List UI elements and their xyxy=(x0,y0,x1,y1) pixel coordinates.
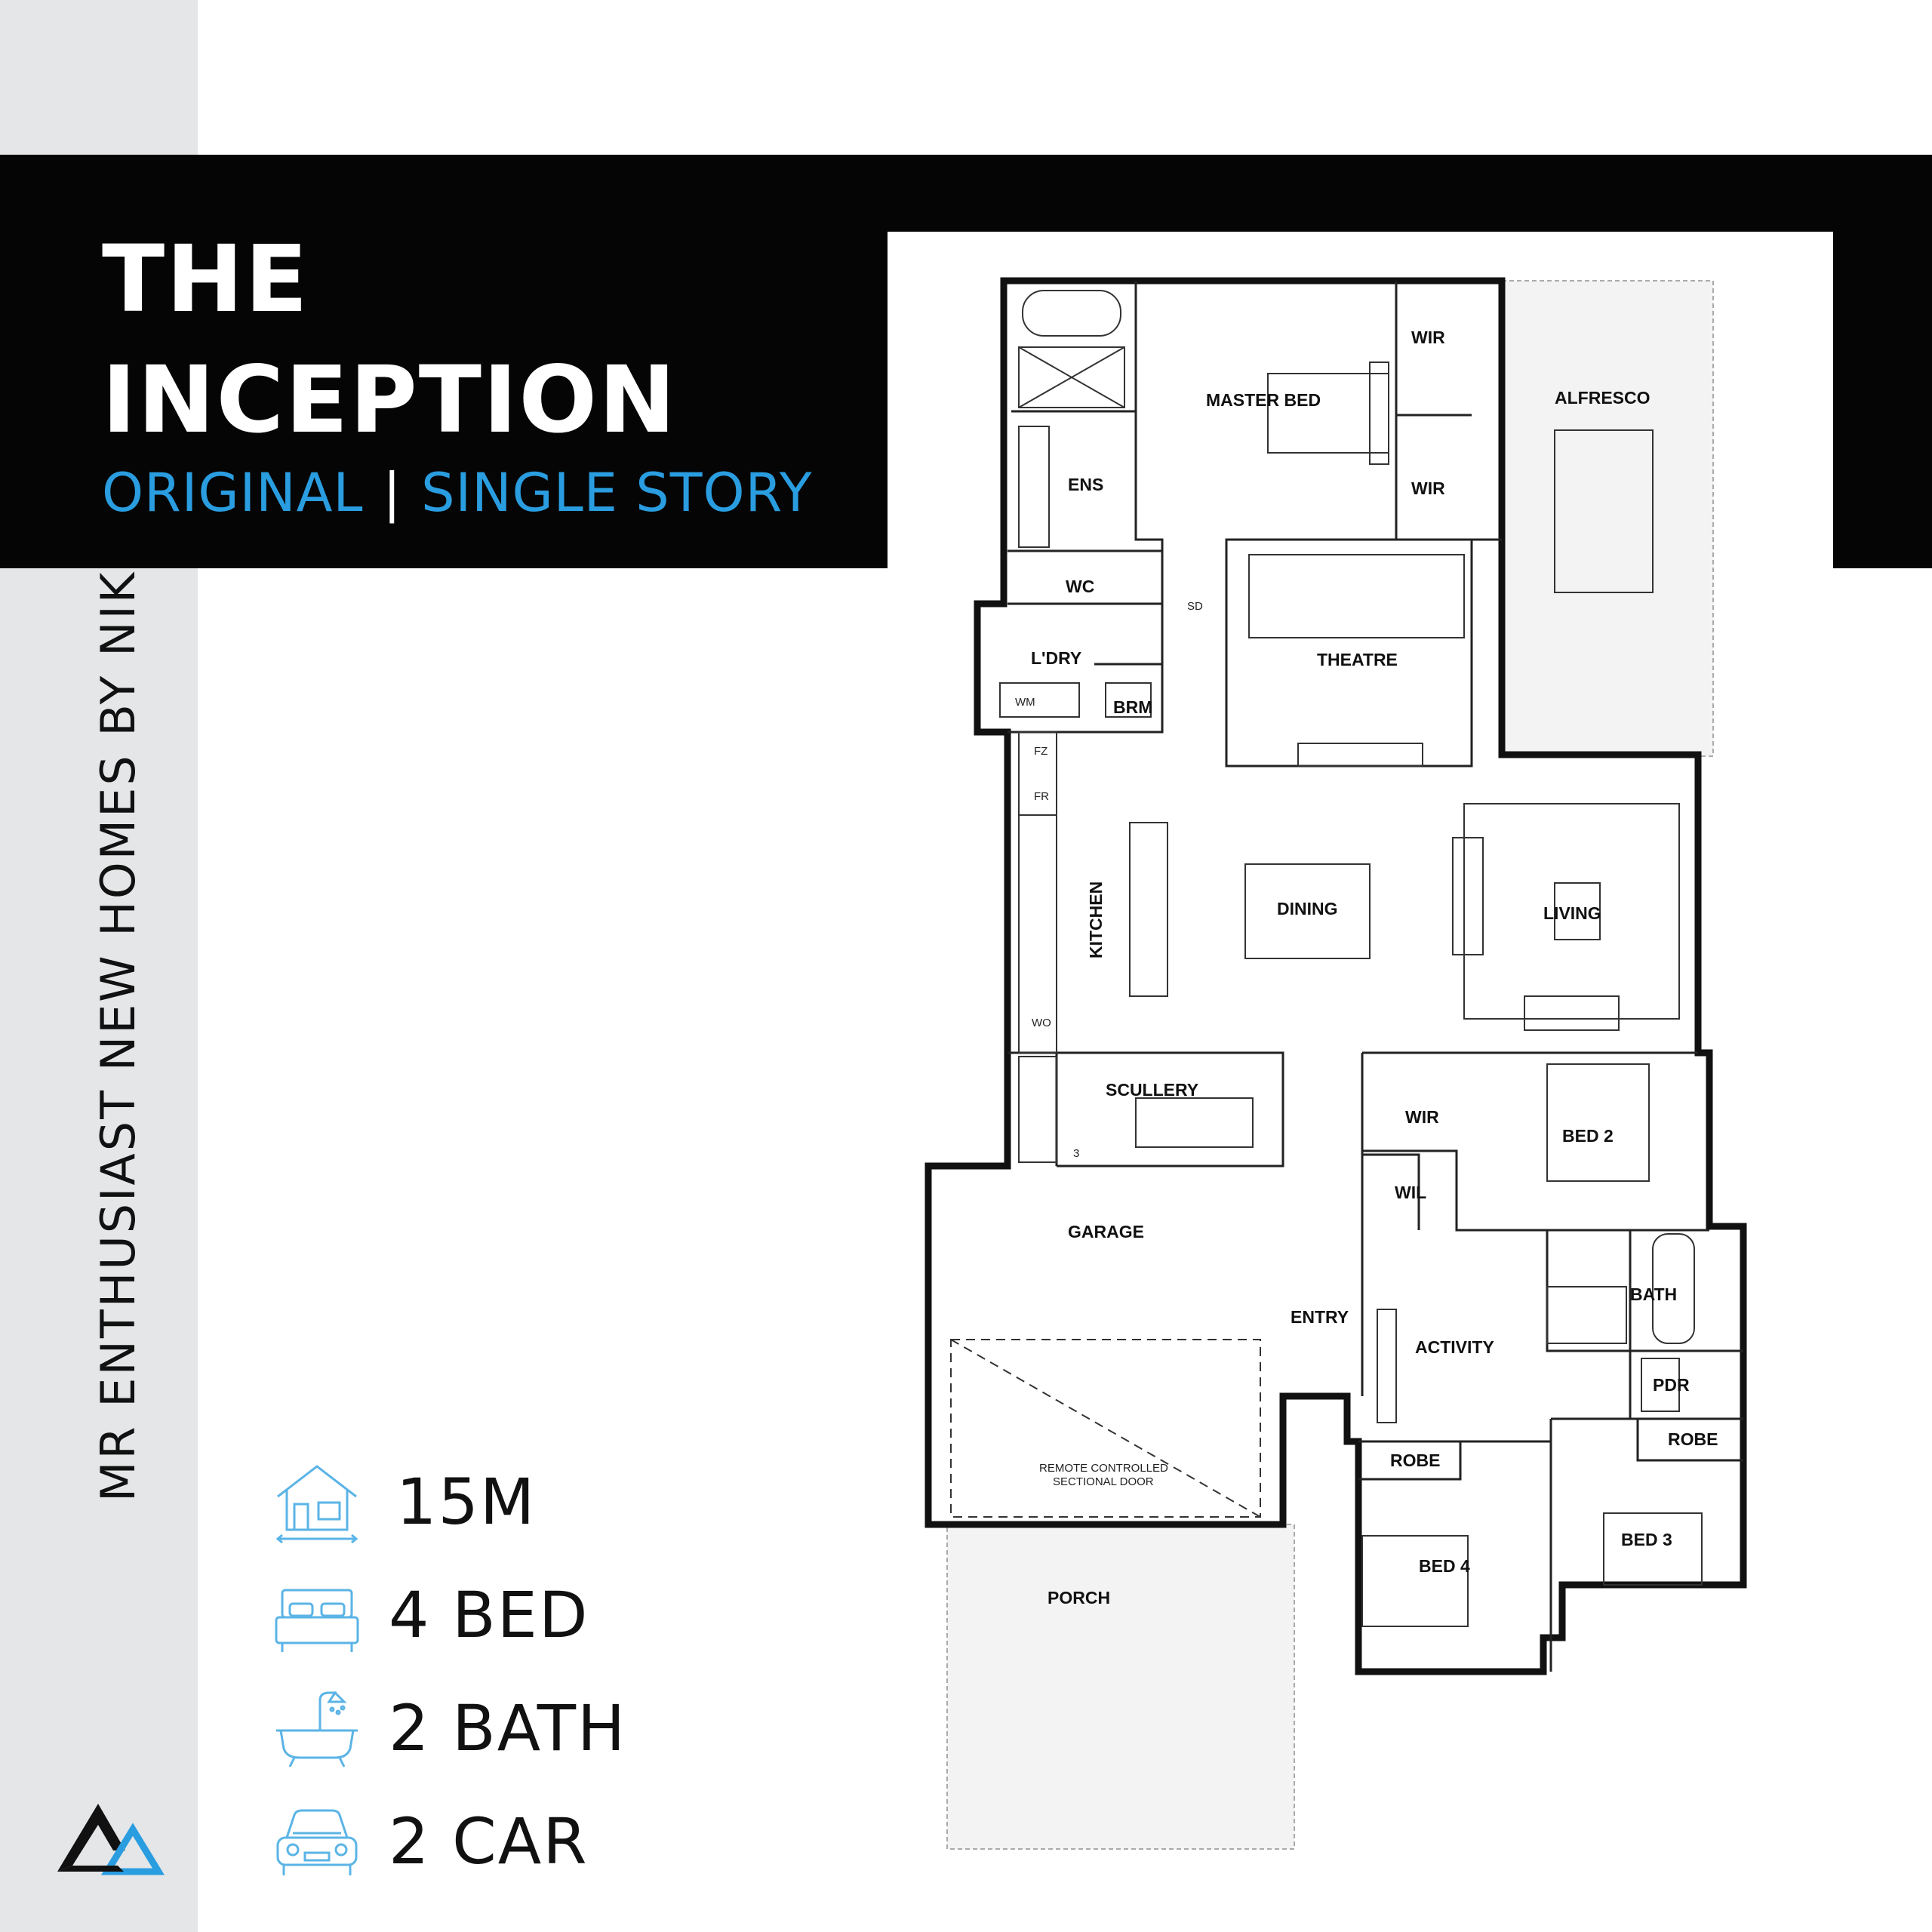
room-label-wil: WIL xyxy=(1395,1183,1426,1202)
wall-oven-label: WO xyxy=(1032,1017,1051,1029)
stat-bedrooms-label: 4 BED xyxy=(389,1578,589,1652)
subtitle-storeys: SINGLE STORY xyxy=(421,462,813,524)
room-label-robe: ROBE xyxy=(1668,1429,1718,1449)
room-label-activity: ACTIVITY xyxy=(1415,1337,1494,1357)
room-label-bed-2: BED 2 xyxy=(1562,1126,1614,1146)
house-width-icon xyxy=(275,1465,358,1543)
room-label-broom: BRM xyxy=(1113,697,1152,717)
room-label-bed-4: BED 4 xyxy=(1419,1556,1470,1576)
brand-logo-icon xyxy=(57,1804,165,1875)
room-label-dining: DINING xyxy=(1277,899,1338,918)
bathtub-icon xyxy=(276,1690,358,1767)
room-label-robe: ROBE xyxy=(1390,1451,1440,1470)
room-label-ens: ENS xyxy=(1068,475,1103,494)
bed-icon xyxy=(275,1589,359,1652)
garage-door-note-line-2: SECTIONAL DOOR xyxy=(1053,1475,1154,1488)
room-label-powder: PDR xyxy=(1653,1375,1690,1395)
room-label-scullery: SCULLERY xyxy=(1106,1080,1198,1100)
page-title: THE INCEPTION xyxy=(102,219,677,460)
room-label-theatre: THEATRE xyxy=(1317,650,1398,669)
smoke-detector-label: SD xyxy=(1187,600,1203,613)
room-label-bath: BATH xyxy=(1630,1284,1677,1304)
room-label-laundry: L'DRY xyxy=(1031,648,1081,668)
freezer-label: FZ xyxy=(1034,745,1048,758)
page-subtitle: ORIGINAL | SINGLE STORY xyxy=(102,462,812,524)
room-label-wir: WIR xyxy=(1411,328,1445,347)
floor-plan: WIR MASTER BED ALFRESCO WIR ENS WC SD TH… xyxy=(924,277,1747,1850)
room-label-garage: GARAGE xyxy=(1068,1222,1144,1241)
room-label-living: LIVING xyxy=(1543,903,1601,923)
subtitle-design: ORIGINAL xyxy=(102,462,364,524)
stat-frontage-label: 15M xyxy=(396,1465,537,1539)
stat-garage-label: 2 CAR xyxy=(389,1804,589,1878)
room-label-alfresco: ALFRESCO xyxy=(1555,388,1651,408)
brand-vertical-text: MR ENTHUSIAST NEW HOMES BY NIK xyxy=(91,570,146,1502)
subtitle-separator: | xyxy=(383,462,402,524)
stat-bathrooms-label: 2 BATH xyxy=(389,1691,627,1765)
room-label-porch: PORCH xyxy=(1048,1588,1110,1607)
room-label-bed-3: BED 3 xyxy=(1621,1530,1672,1549)
car-icon xyxy=(276,1809,358,1875)
washing-machine-label: WM xyxy=(1015,696,1035,709)
title-line-1: THE xyxy=(102,226,309,333)
garage-door-note-line-1: REMOTE CONTROLLED xyxy=(1039,1462,1168,1475)
room-label-entry: ENTRY xyxy=(1291,1307,1349,1327)
step-count-label: 3 xyxy=(1073,1147,1079,1160)
room-label-wir: WIR xyxy=(1411,478,1445,498)
room-label-kitchen: KITCHEN xyxy=(1086,881,1106,958)
room-label-master-bed: MASTER BED xyxy=(1206,390,1321,410)
room-label-wir: WIR xyxy=(1405,1107,1439,1127)
fridge-label: FR xyxy=(1034,790,1049,803)
title-line-2: INCEPTION xyxy=(102,346,678,454)
room-label-wc: WC xyxy=(1066,577,1094,596)
